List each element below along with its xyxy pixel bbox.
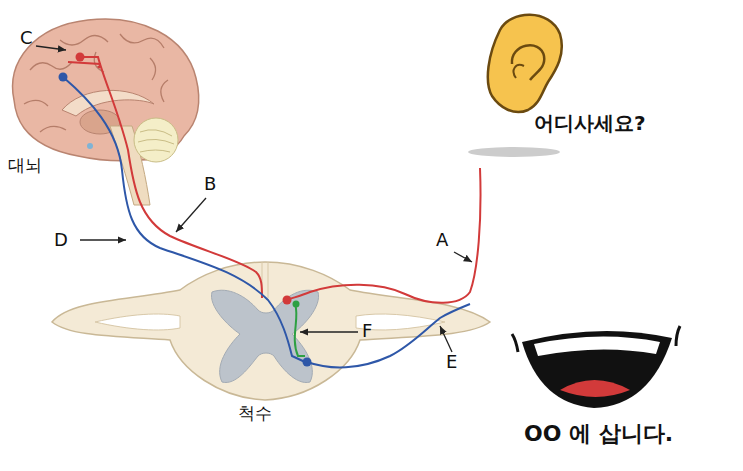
speech-text: 어디사세요?	[534, 112, 646, 134]
spinal-cord-section	[52, 262, 490, 400]
callout-letter: D	[54, 230, 68, 250]
leader-arrows	[36, 46, 472, 352]
nerve-cell-bodies	[59, 53, 312, 367]
part-name: 대뇌	[8, 156, 42, 175]
nerve-pathways	[63, 57, 481, 367]
mouth-icon	[512, 326, 680, 408]
speech-text: OO 에 삽니다.	[524, 422, 673, 446]
brain-figure	[13, 19, 199, 205]
callout-letter: F	[362, 321, 372, 341]
part-name: 척수	[238, 404, 272, 423]
callout-letter: B	[204, 174, 216, 194]
callout-letter: C	[20, 28, 33, 48]
callout-letter: E	[446, 352, 457, 372]
ear-icon	[468, 15, 562, 157]
callout-letter: A	[436, 230, 448, 250]
